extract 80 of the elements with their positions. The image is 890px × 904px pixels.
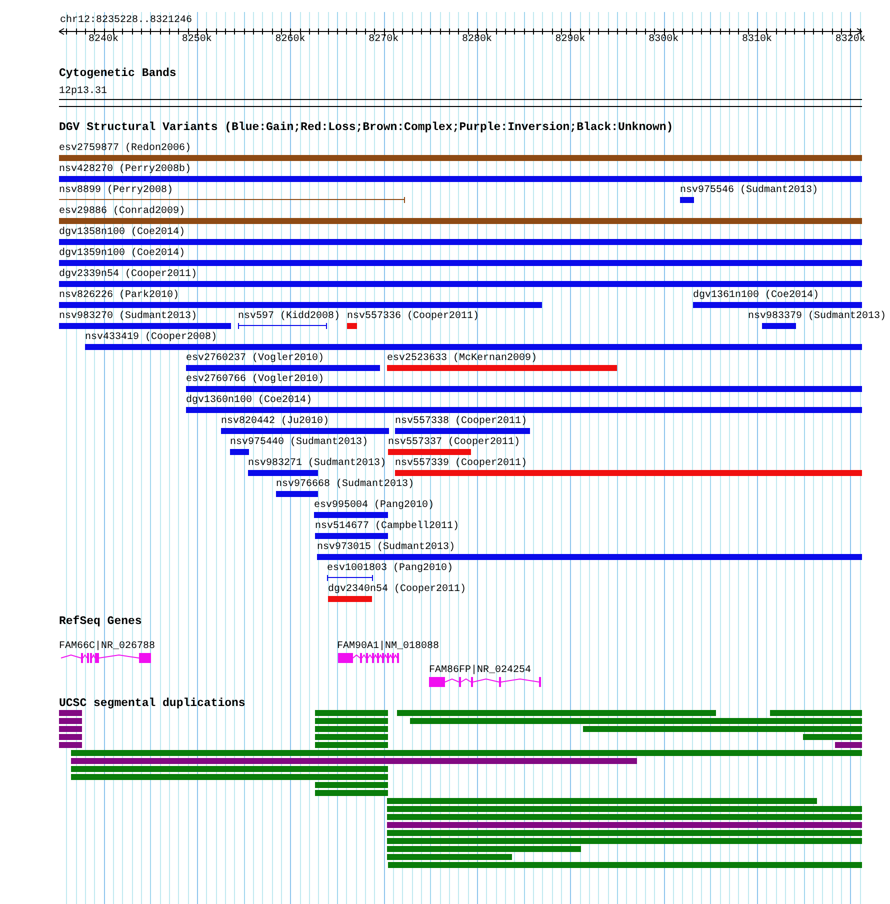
segmental-duplication-bar bbox=[803, 734, 862, 740]
segmental-duplication-bar bbox=[315, 790, 388, 796]
segmental-duplication-bar bbox=[387, 798, 817, 804]
segmental-duplication-bar bbox=[388, 862, 862, 868]
variant-label: nsv983270 (Sudmant2013) bbox=[59, 311, 198, 322]
segmental-duplication-bar bbox=[387, 806, 862, 812]
segmental-duplication-bar bbox=[315, 710, 388, 716]
tick-label: 8310k bbox=[742, 34, 772, 45]
variant-label: nsv557337 (Cooper2011) bbox=[388, 437, 520, 448]
segmental-duplication-bar bbox=[397, 710, 716, 716]
tick-label: 8300k bbox=[648, 34, 679, 45]
band-label: 12p13.31 bbox=[59, 86, 108, 97]
segmental-duplication-bar bbox=[59, 718, 82, 724]
variant-label: esv29886 (Conrad2009) bbox=[59, 206, 186, 217]
track-heading: RefSeq Genes bbox=[59, 615, 142, 628]
segmental-duplication-bar bbox=[410, 718, 862, 724]
segmental-duplication-bar bbox=[71, 774, 388, 780]
variant-label: nsv983379 (Sudmant2013) bbox=[748, 311, 886, 322]
variant-label: nsv514677 (Campbell2011) bbox=[315, 521, 460, 532]
segmental-duplication-bar bbox=[387, 846, 581, 852]
segmental-duplication-bar bbox=[71, 766, 388, 772]
variant-label: dgv1359n100 (Coe2014) bbox=[59, 248, 186, 259]
variant-label: esv1001803 (Pang2010) bbox=[327, 563, 454, 574]
variant-label: nsv983271 (Sudmant2013) bbox=[248, 458, 386, 469]
variant-label: dgv2339n54 (Cooper2011) bbox=[59, 269, 198, 280]
variant-label: nsv975440 (Sudmant2013) bbox=[230, 437, 368, 448]
variant-label: nsv597 (Kidd2008) bbox=[238, 311, 340, 322]
variant-label: esv2759877 (Redon2006) bbox=[59, 143, 192, 154]
variant-label: dgv1360n100 (Coe2014) bbox=[186, 395, 312, 406]
segmental-duplication-bar bbox=[387, 822, 862, 828]
variant-label: nsv8899 (Perry2008) bbox=[59, 185, 174, 196]
tick-label: 8270k bbox=[368, 34, 399, 45]
variant-label: nsv433419 (Cooper2008) bbox=[85, 332, 218, 343]
gene-label: FAM86FP|NR_024254 bbox=[429, 665, 532, 676]
segmental-duplication-bar bbox=[59, 726, 82, 732]
segmental-duplication-bar bbox=[59, 710, 82, 716]
variant-label: nsv557339 (Cooper2011) bbox=[395, 458, 528, 469]
variant-label: nsv428270 (Perry2008b) bbox=[59, 164, 192, 175]
segmental-duplication-bar bbox=[315, 742, 388, 748]
variant-label: nsv976668 (Sudmant2013) bbox=[276, 479, 414, 490]
segmental-duplication-bar bbox=[315, 734, 388, 740]
tick-label: 8250k bbox=[182, 34, 212, 45]
gene-label: FAM90A1|NM_018088 bbox=[337, 641, 440, 652]
track-heading: Cytogenetic Bands bbox=[59, 67, 176, 80]
tick-label: 8320k bbox=[835, 34, 866, 45]
tick-label: 8240k bbox=[88, 34, 119, 45]
segmental-duplication-bar bbox=[835, 742, 862, 748]
variant-label: nsv826226 (Park2010) bbox=[59, 290, 180, 301]
variant-label: esv2760237 (Vogler2010) bbox=[186, 353, 324, 364]
segmental-duplication-bar bbox=[387, 830, 862, 836]
track-heading: UCSC segmental duplications bbox=[59, 697, 246, 710]
variant-label: nsv820442 (Ju2010) bbox=[221, 416, 330, 427]
segmental-duplication-bar bbox=[387, 814, 862, 820]
variant-label: dgv1358n100 (Coe2014) bbox=[59, 227, 186, 238]
track-heading: DGV Structural Variants (Blue:Gain;Red:Loss;Brown:Complex;Purple:Inversion;Black:Unknown) bbox=[59, 121, 674, 134]
segmental-duplication-bar bbox=[315, 782, 388, 788]
segmental-duplication-bar bbox=[387, 854, 512, 860]
segmental-duplication-bar bbox=[583, 726, 862, 732]
position-label: chr12:8235228..8321246 bbox=[60, 15, 192, 26]
variant-label: dgv1361n100 (Coe2014) bbox=[693, 290, 820, 301]
segmental-duplication-bar bbox=[71, 758, 637, 764]
tick-label: 8260k bbox=[275, 34, 306, 45]
segmental-duplication-bar bbox=[71, 750, 862, 756]
segmental-duplication-bar bbox=[387, 838, 862, 844]
tick-label: 8290k bbox=[555, 34, 586, 45]
variant-label: esv2760766 (Vogler2010) bbox=[186, 374, 324, 385]
tick-label: 8280k bbox=[462, 34, 492, 45]
segmental-duplication-bar bbox=[59, 734, 82, 740]
segmental-duplication-bar bbox=[315, 726, 388, 732]
variant-label: nsv557336 (Cooper2011) bbox=[347, 311, 480, 322]
segmental-duplication-bar bbox=[770, 710, 862, 716]
variant-label: nsv557338 (Cooper2011) bbox=[395, 416, 528, 427]
segmental-duplication-bar bbox=[315, 718, 388, 724]
gene-label: FAM66C|NR_026788 bbox=[59, 641, 156, 652]
variant-label: nsv975546 (Sudmant2013) bbox=[680, 185, 818, 196]
variant-label: esv995004 (Pang2010) bbox=[314, 500, 434, 511]
variant-label: nsv973015 (Sudmant2013) bbox=[317, 542, 456, 553]
segmental-duplication-bar bbox=[59, 742, 82, 748]
variant-label: dgv2340n54 (Cooper2011) bbox=[328, 584, 466, 595]
variant-label: esv2523633 (McKernan2009) bbox=[387, 353, 538, 364]
